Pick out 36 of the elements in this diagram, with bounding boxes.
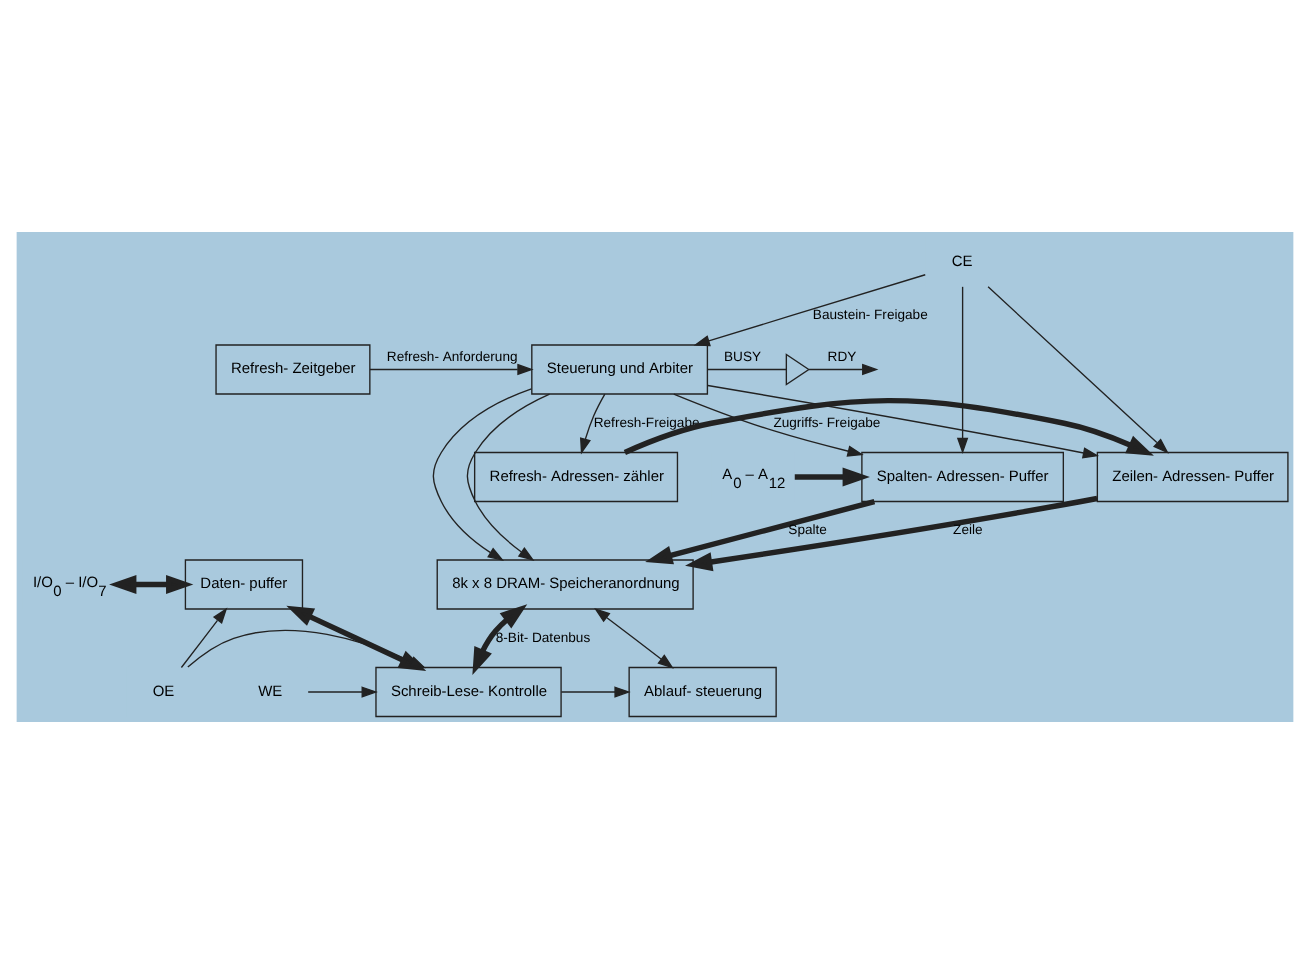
node-box: Ablauf- steuerung — [628, 666, 777, 718]
node-box: Steuerung und Arbiter — [531, 344, 709, 395]
arrow — [369, 363, 534, 376]
node-box: Daten- puffer — [184, 559, 304, 610]
arrow — [987, 286, 1169, 454]
arrow — [794, 467, 870, 487]
node-triangle — [785, 353, 811, 386]
arrow — [693, 274, 926, 347]
node-box: Refresh- Adressen- zähler — [473, 451, 679, 503]
node-text: CE — [951, 251, 973, 270]
arrow — [645, 499, 876, 565]
node-box: Refresh- Zeitgeber — [215, 344, 371, 395]
arrow — [466, 393, 551, 562]
arrow — [180, 607, 228, 669]
arrow — [286, 605, 427, 671]
arrow — [432, 388, 533, 561]
arrow — [594, 607, 674, 669]
arrow — [579, 393, 606, 455]
node-box: Spalten- Adressen- Puffer — [861, 451, 1064, 503]
arrow — [808, 363, 879, 376]
node-box: Schreib-Lese- Kontrolle — [375, 666, 562, 718]
arrow — [560, 686, 631, 698]
node-text: WE — [258, 681, 283, 700]
arrow — [707, 384, 1100, 459]
arrow — [673, 393, 864, 457]
node-box: Zeilen- Adressen- Puffer — [1096, 451, 1289, 503]
arrow — [472, 604, 528, 675]
arrow — [109, 574, 194, 595]
arrow — [956, 286, 969, 455]
arrow — [187, 629, 426, 669]
arrow — [623, 398, 1154, 456]
arrow — [685, 495, 1098, 572]
node-text: OE — [152, 681, 175, 700]
node-box: 8k x 8 DRAM- Speicheranordnung — [436, 559, 694, 610]
connector — [707, 368, 787, 371]
arrow — [307, 686, 378, 698]
